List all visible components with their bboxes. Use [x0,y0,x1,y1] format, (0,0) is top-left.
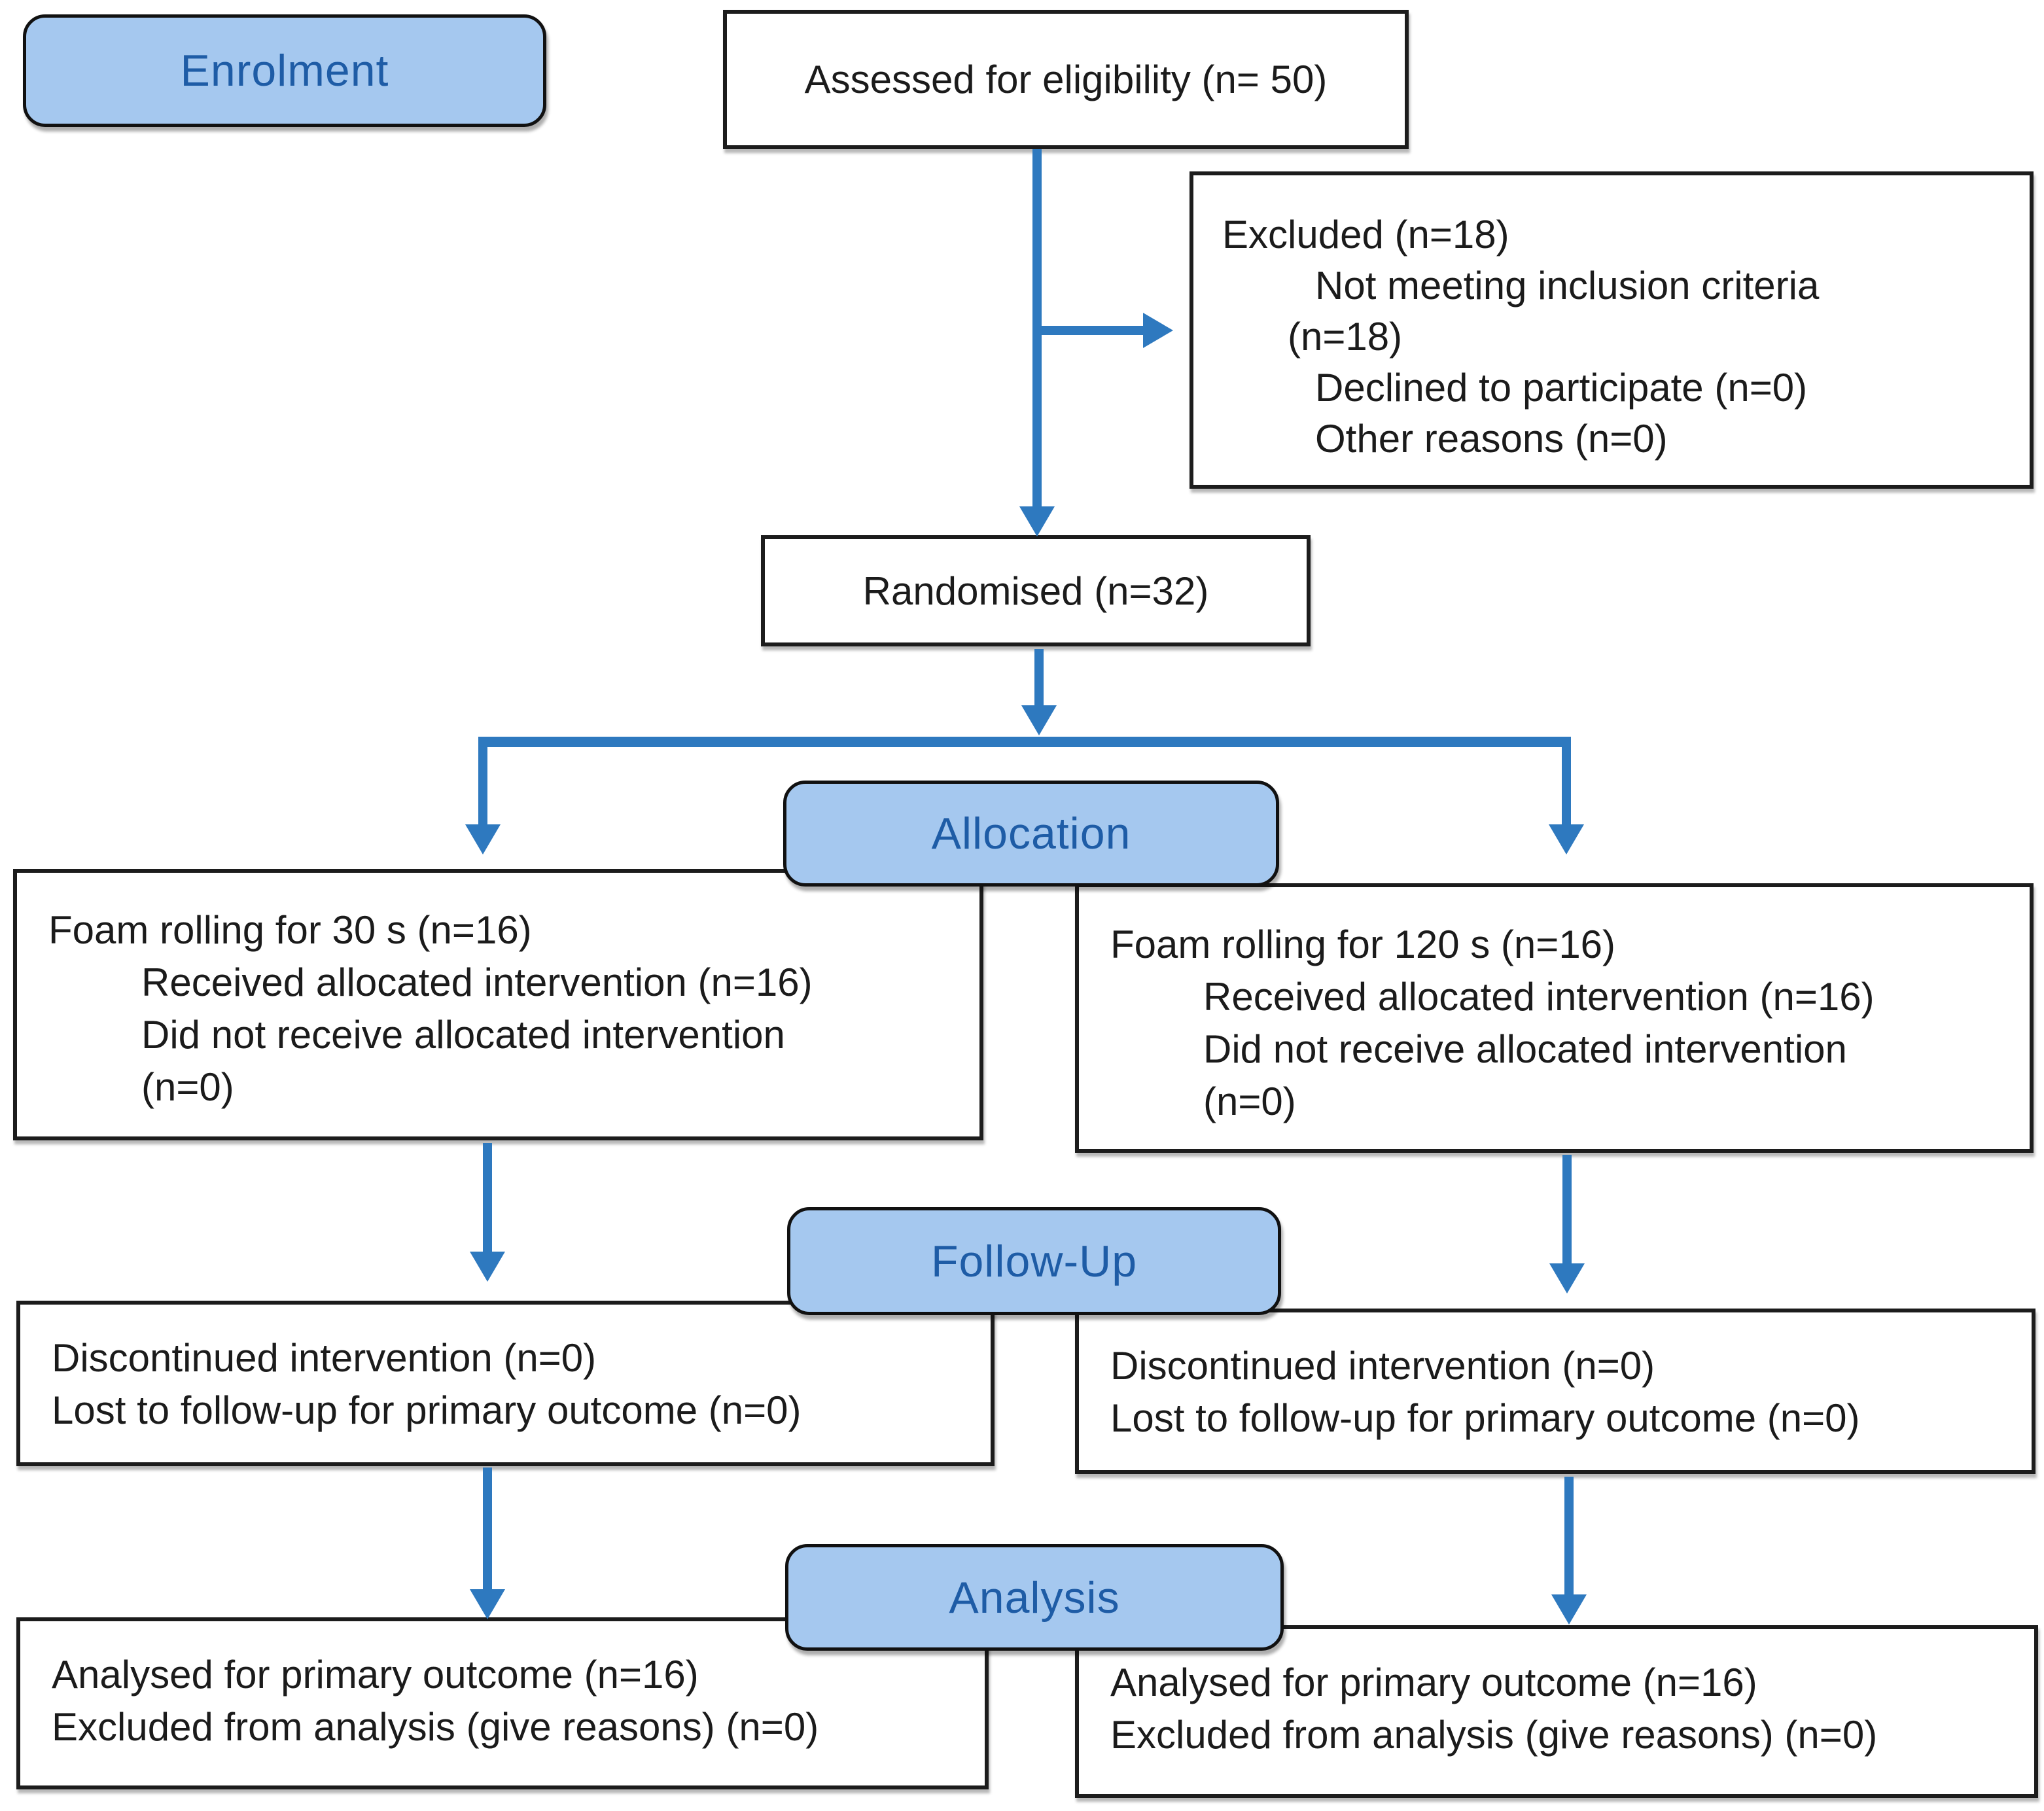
excluded-line: (n=18) [1288,315,1403,359]
split-drop-right-head-icon [1549,824,1584,854]
assessed-text: Assessed for eligibility (n= 50) [804,58,1328,101]
stage-analysis-label: Analysis [949,1572,1120,1623]
analysis-120s-line: Analysed for primary outcome (n=16) [1110,1661,1757,1704]
allocation-30s-line: Foam rolling for 30 s (n=16) [48,908,532,952]
arrow-assessed-randomised-shaft [1032,149,1042,508]
arrow-randomised-split-shaft [1034,649,1044,707]
arrow-to-excluded-shaft [1042,326,1143,335]
box-assessed-eligibility: Assessed for eligibility (n= 50) [723,10,1409,149]
box-followup-30s: Discontinued intervention (n=0) Lost to … [16,1301,995,1466]
allocation-120s-line: (n=0) [1203,1080,1296,1123]
excluded-line: Other reasons (n=0) [1315,417,1668,461]
arrow-to-excluded-head-icon [1143,313,1173,348]
stage-followup-label: Follow-Up [930,1236,1138,1286]
arrow-alloc-followup-left-head-icon [470,1252,505,1282]
excluded-line: Not meeting inclusion criteria [1315,264,1820,308]
allocation-30s-line: Received allocated intervention (n=16) [141,960,813,1004]
box-allocation-120s: Foam rolling for 120 s (n=16) Received a… [1075,883,2034,1153]
arrow-followup-analysis-left-shaft [483,1468,492,1591]
arrow-alloc-followup-left-shaft [483,1143,492,1253]
split-bar [478,737,1571,747]
allocation-120s-line: Foam rolling for 120 s (n=16) [1110,923,1616,966]
arrow-alloc-followup-right-shaft [1562,1155,1572,1265]
box-followup-120s: Discontinued intervention (n=0) Lost to … [1075,1309,2035,1474]
analysis-30s-line: Excluded from analysis (give reasons) (n… [52,1705,819,1749]
allocation-120s-line: Received allocated intervention (n=16) [1203,975,1875,1019]
followup-120s-line: Lost to follow-up for primary outcome (n… [1110,1396,1860,1440]
stage-enrolment: Enrolment [23,14,546,127]
split-drop-right-shaft [1562,737,1571,826]
allocation-120s-line: Did not receive allocated intervention [1203,1027,1847,1071]
excluded-line: Declined to participate (n=0) [1315,366,1808,410]
arrow-followup-analysis-right-shaft [1564,1477,1574,1596]
box-analysis-120s: Analysed for primary outcome (n=16) Excl… [1075,1625,2038,1798]
stage-allocation: Allocation [783,781,1279,887]
arrow-followup-analysis-right-head-icon [1551,1594,1587,1625]
split-drop-left-shaft [478,737,487,826]
followup-120s-line: Discontinued intervention (n=0) [1110,1344,1655,1388]
analysis-30s-line: Analysed for primary outcome (n=16) [52,1653,699,1697]
stage-analysis: Analysis [785,1544,1284,1651]
allocation-30s-line: (n=0) [141,1065,234,1109]
allocation-30s-line: Did not receive allocated intervention [141,1013,785,1057]
stage-followup: Follow-Up [787,1207,1281,1315]
followup-30s-line: Discontinued intervention (n=0) [52,1336,597,1380]
arrow-followup-analysis-left-head-icon [470,1589,505,1619]
split-drop-left-head-icon [465,824,501,854]
randomised-text: Randomised (n=32) [862,569,1209,613]
analysis-120s-line: Excluded from analysis (give reasons) (n… [1110,1713,1878,1757]
arrow-randomised-split-head-icon [1021,705,1057,735]
box-excluded: Excluded (n=18) Not meeting inclusion cr… [1189,171,2034,489]
followup-30s-line: Lost to follow-up for primary outcome (n… [52,1388,802,1432]
box-allocation-30s: Foam rolling for 30 s (n=16) Received al… [13,869,983,1140]
excluded-line: Excluded (n=18) [1222,213,1509,256]
stage-enrolment-label: Enrolment [180,46,389,96]
arrow-alloc-followup-right-head-icon [1549,1263,1585,1293]
box-randomised: Randomised (n=32) [761,535,1311,646]
stage-allocation-label: Allocation [931,809,1131,858]
arrow-assessed-randomised-head-icon [1019,506,1055,536]
